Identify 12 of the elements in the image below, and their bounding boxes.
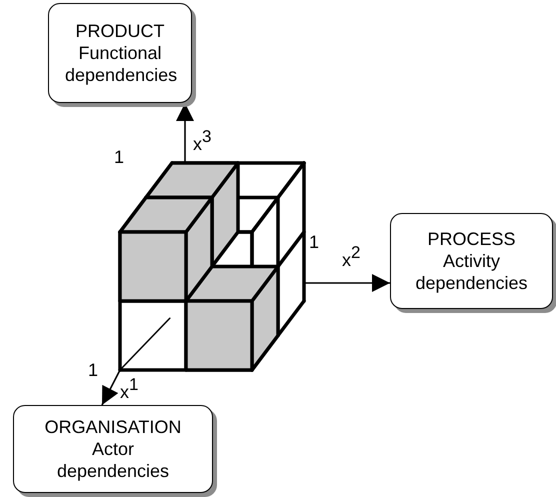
- unit-label: 1: [114, 147, 124, 167]
- arrow: [304, 274, 390, 292]
- unit-label: 1: [88, 360, 98, 380]
- category-heading: PROCESS: [427, 228, 516, 250]
- arrow: [101, 370, 121, 406]
- dependency-text: Functional dependencies: [65, 42, 175, 86]
- cube-drawing: [118, 161, 306, 372]
- dependency-text: Activity dependencies: [414, 250, 529, 294]
- category-heading: ORGANISATION: [44, 416, 182, 438]
- category-heading: PRODUCT: [76, 20, 164, 42]
- dependency-text: Actor dependencies: [56, 438, 170, 482]
- unit-label: 1: [309, 232, 320, 252]
